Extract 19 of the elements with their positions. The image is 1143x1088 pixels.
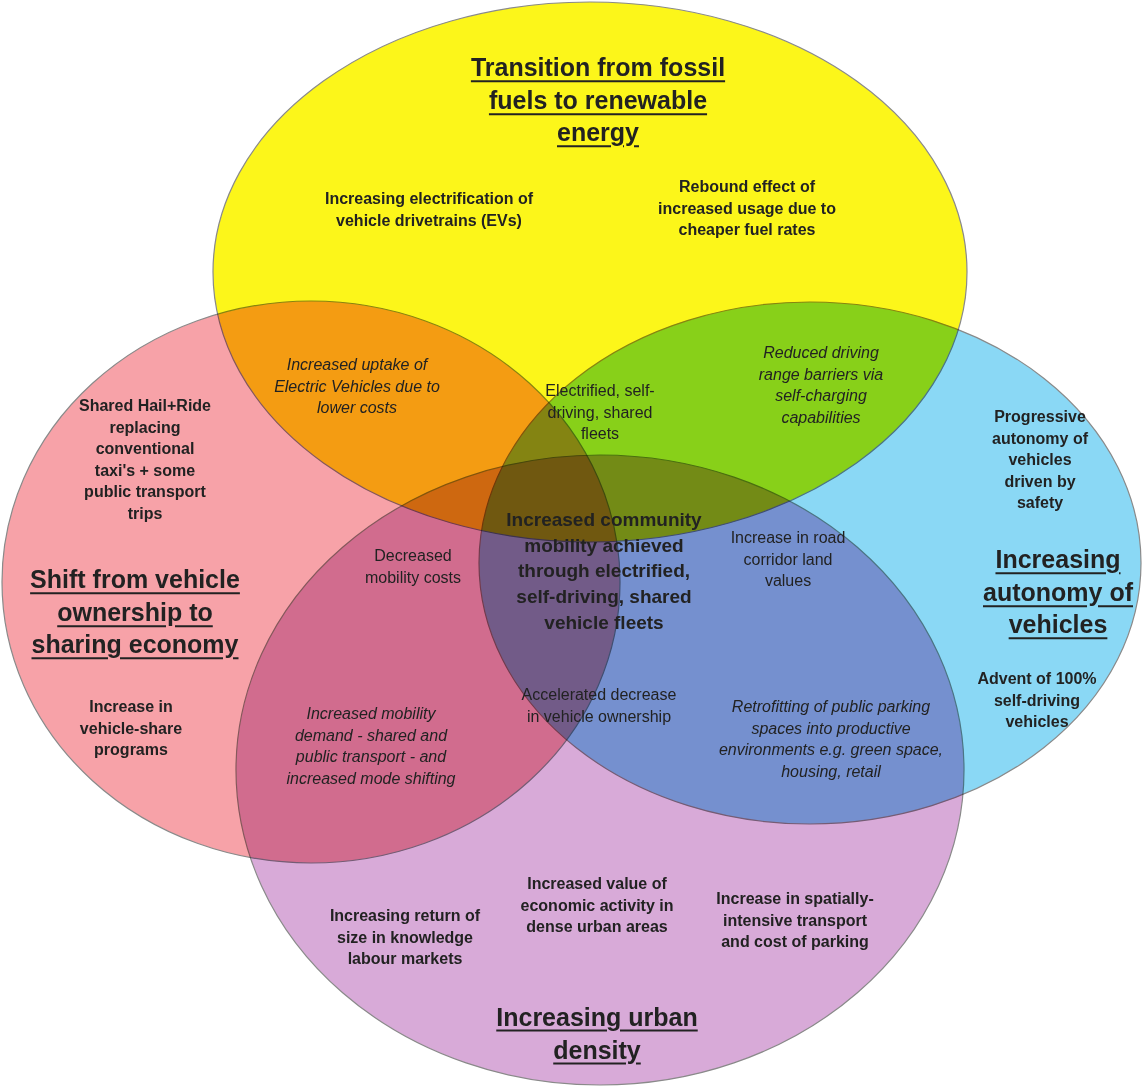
overlap-label: Increased mobility demand - shared and public transport - and increased mode shifting (285, 703, 457, 789)
overlap-label: Retrofitting of public parking spaces into productive environments e.g. green space, housing, retail (717, 696, 945, 782)
circle-item: Advent of 100% self-driving vehicles (976, 668, 1098, 732)
circle-heading: Increasing urban density (495, 1001, 699, 1066)
overlap-label: Reduced driving range barriers via self-charging capabilities (757, 342, 885, 428)
circle-heading: Transition from fossil fuels to renewable energy (469, 52, 727, 149)
circle-heading: Shift from vehicle ownership to sharing economy (29, 564, 241, 661)
circle-item: Shared Hail+Ride replacing conventional taxi's + some public transport trips (77, 396, 212, 525)
circle-item: Increasing electrification of vehicle drivetrains (EVs) (323, 189, 535, 231)
circle-heading: Increasing autonomy of vehicles (982, 544, 1134, 641)
circle-item: Rebound effect of increased usage due to cheaper fuel rates (657, 176, 837, 240)
overlap-label: Increased uptake of Electric Vehicles due to lower costs (273, 354, 441, 418)
overlap-label: Decreased mobility costs (364, 546, 462, 588)
circle-item: Increase in vehicle-share programs (78, 696, 184, 760)
circle-item: Increasing return of size in knowledge labour markets (328, 905, 482, 969)
circle-item: Increase in spatially-intensive transport and cost of parking (715, 888, 875, 952)
circle-item: Progressive autonomy of vehicles driven by safety (991, 407, 1089, 514)
circle-item: Increased value of economic activity in dense urban areas (519, 873, 675, 937)
overlap-label: Increase in road corridor land values (729, 527, 847, 591)
